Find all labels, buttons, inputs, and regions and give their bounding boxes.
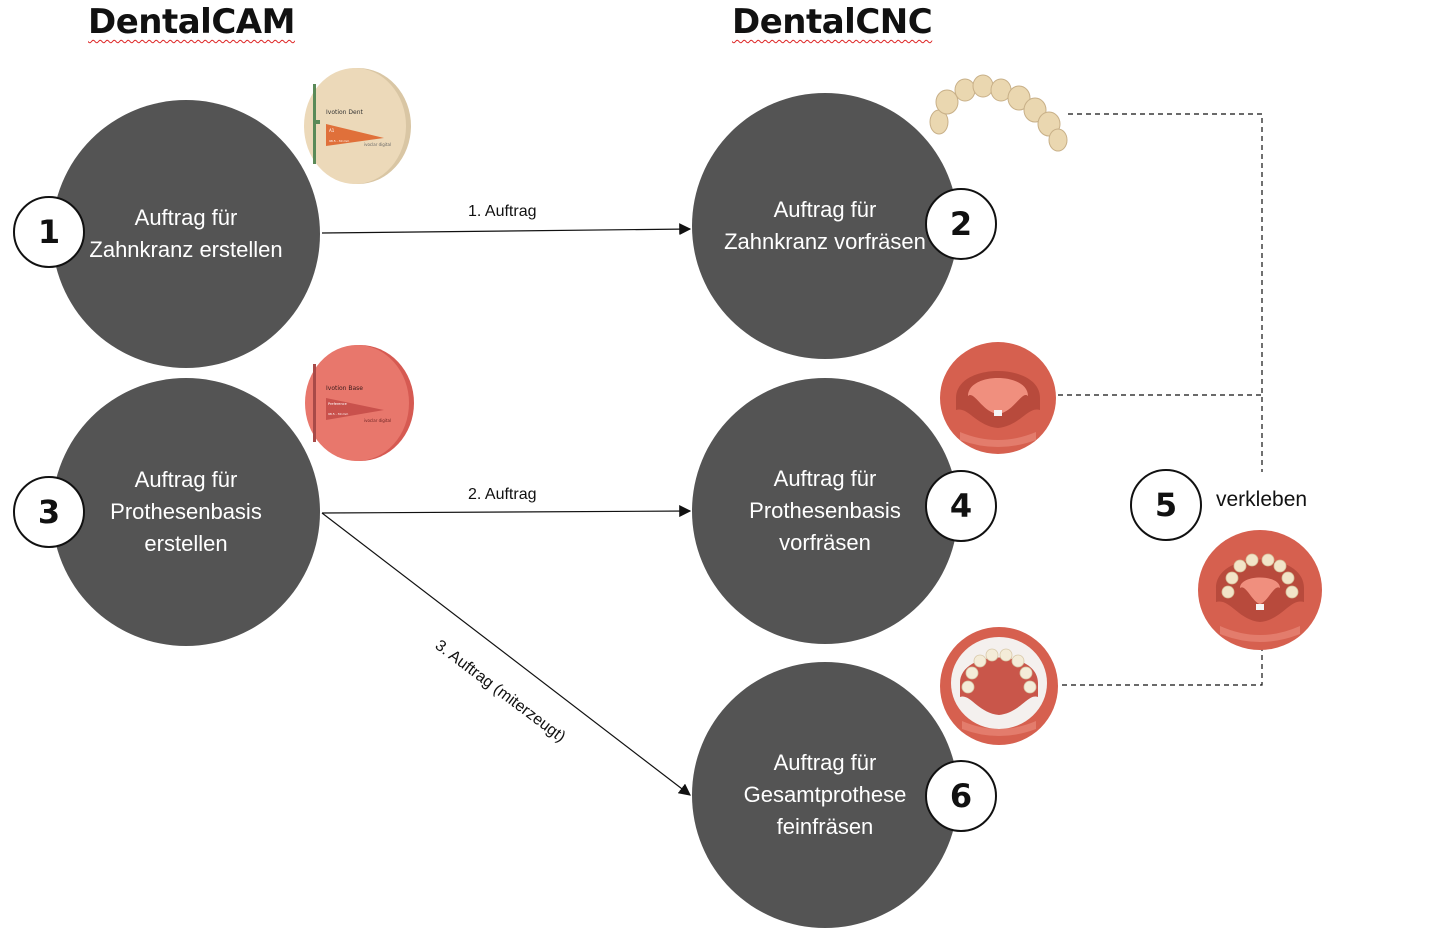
arrow-label-2: 2. Auftrag xyxy=(468,486,537,503)
badge-6: 6 xyxy=(925,760,997,832)
disc-maker-label: ivoclar digital xyxy=(364,418,391,423)
ivotion-base-disc-image: Ivotion Base Preference 98.5 - 30 mm ivo… xyxy=(305,345,414,461)
disc-shade-label: A1 xyxy=(329,128,335,133)
disc-size-label: 98.5 - 30 mm xyxy=(328,412,348,416)
arrow-1 xyxy=(321,223,692,236)
tooth-arch-image xyxy=(929,74,1068,152)
badge-4: 4 xyxy=(925,470,997,542)
step-circle-1: Auftrag für Zahnkranz erstellen xyxy=(52,100,320,368)
step-text-1: Auftrag für Zahnkranz erstellen xyxy=(89,205,283,262)
ivotion-dent-disc-image: Ivotion Dent A1 98.5 - 30 mm ivoclar dig… xyxy=(304,68,411,184)
column-title-dentalcam: DentalCAM xyxy=(88,2,295,42)
disc-maker-label: ivoclar digital xyxy=(364,142,391,147)
step-circle-2: Auftrag für Zahnkranz vorfräsen xyxy=(692,93,958,359)
disc-brand-label: Ivotion Dent xyxy=(326,109,364,116)
glued-prosthesis-image xyxy=(1198,530,1322,650)
arrow-2 xyxy=(321,505,692,518)
badge-5: 5 xyxy=(1130,469,1202,541)
verkleben-label: verkleben xyxy=(1216,488,1308,511)
step-circle-6: Auftrag für Gesamtprothese feinfräsen xyxy=(692,662,958,928)
step-text-6: Auftrag für Gesamtprothese feinfräsen xyxy=(743,750,907,839)
badge-3: 3 xyxy=(13,476,85,548)
step-text-2: Auftrag für Zahnkranz vorfräsen xyxy=(724,197,926,254)
arrow-3 xyxy=(321,512,691,796)
step-circle-4: Auftrag für Prothesenbasis vorfräsen xyxy=(692,378,958,644)
dashed-bracket xyxy=(1058,113,1263,686)
prosthesis-base-milled-image xyxy=(940,342,1056,454)
full-prosthesis-disc-image xyxy=(940,627,1058,745)
disc-size-label: 98.5 - 30 mm xyxy=(329,139,349,143)
badge-1: 1 xyxy=(13,196,85,268)
disc-brand-label: Ivotion Base xyxy=(326,385,363,392)
arrow-label-1: 1. Auftrag xyxy=(468,203,537,220)
badge-2: 2 xyxy=(925,188,997,260)
step-text-3: Auftrag für Prothesenbasis erstellen xyxy=(110,467,262,556)
step-circle-3: Auftrag für Prothesenbasis erstellen xyxy=(52,378,320,646)
disc-shade-label: Preference xyxy=(328,402,347,406)
step-text-4: Auftrag für Prothesenbasis vorfräsen xyxy=(749,466,901,555)
column-title-dentalcnc: DentalCNC xyxy=(732,2,933,42)
